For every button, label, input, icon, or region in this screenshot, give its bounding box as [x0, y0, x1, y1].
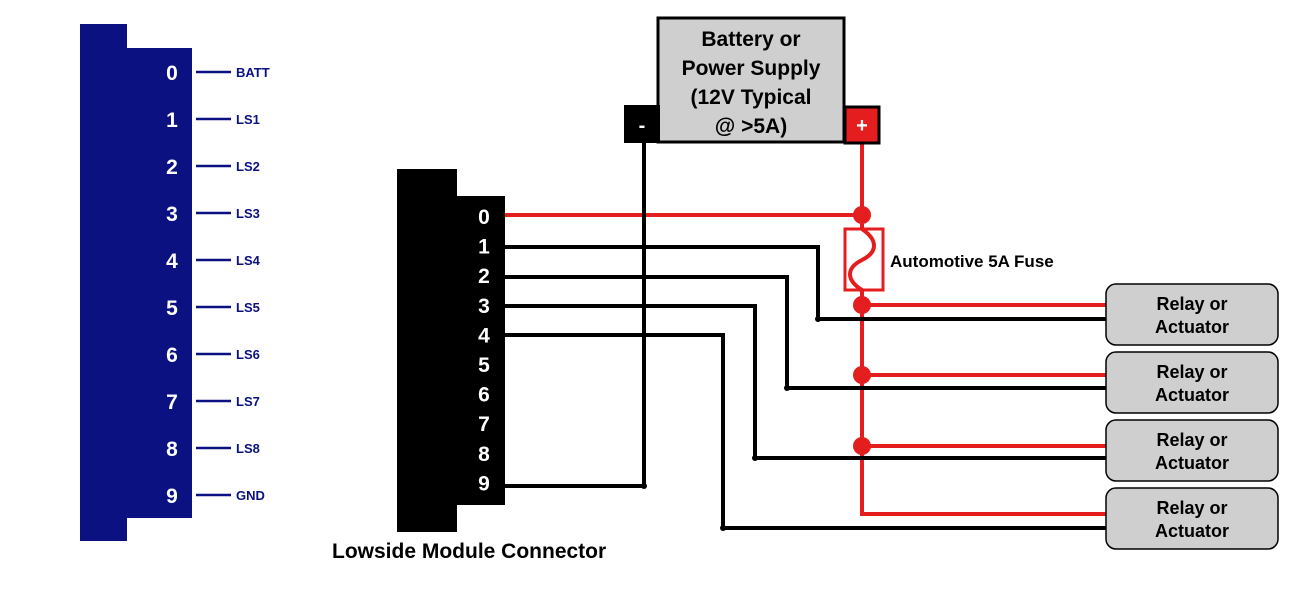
power-supply: Battery or Power Supply (12V Typical @ >… [624, 16, 881, 145]
load-2: Relay or Actuator [1105, 351, 1279, 414]
load-label-line-1: Relay or [1156, 294, 1227, 314]
wire-pin4-load4 [505, 333, 1108, 530]
junction-dot [853, 296, 871, 314]
positive-terminal-label: + [856, 115, 868, 137]
load-label-line-2: Actuator [1155, 453, 1229, 473]
left-pin-label: LS3 [236, 206, 260, 221]
module-connector-caption: Lowside Module Connector [332, 540, 606, 563]
module-pin-number: 9 [478, 472, 490, 495]
left-pin-number: 0 [166, 62, 178, 85]
junction-dot [853, 206, 871, 224]
junction-dot [720, 525, 726, 531]
left-pin-number: 6 [166, 344, 178, 367]
left-pin-number: 2 [166, 156, 178, 179]
left-pin-label: LS4 [236, 253, 261, 268]
module-pin-number: 7 [478, 413, 490, 436]
power-supply-line-1: Battery or [701, 28, 800, 51]
load-label-line-2: Actuator [1155, 521, 1229, 541]
left-pin-number: 7 [166, 391, 178, 414]
left-pin-number: 5 [166, 297, 178, 320]
load-label-line-1: Relay or [1156, 430, 1227, 450]
fuse-label: Automotive 5A Fuse [890, 252, 1054, 271]
module-pin-number: 6 [478, 384, 490, 407]
left-pin-number: 1 [166, 109, 178, 132]
left-pin-label: BATT [236, 65, 270, 80]
left-pin-number: 4 [166, 250, 178, 273]
left-pin-number: 9 [166, 485, 178, 508]
junction-dot [752, 455, 758, 461]
junction-dot [641, 483, 647, 489]
negative-terminal-label: - [639, 115, 646, 137]
loads: Relay or Actuator Relay or Actuator Rela… [1105, 283, 1279, 550]
fuse: Automotive 5A Fuse [843, 227, 1054, 292]
left-pin-number: 8 [166, 438, 178, 461]
power-supply-line-2: Power Supply [682, 57, 821, 80]
positive-terminal [843, 105, 881, 145]
load-box [1105, 487, 1279, 550]
wires [505, 142, 1108, 531]
wire-pin3-load3 [505, 304, 1108, 460]
power-supply-line-4: @ >5A) [715, 115, 787, 138]
wire-pin1-load1 [505, 245, 1108, 321]
junction-dot [815, 316, 821, 322]
load-label-line-1: Relay or [1156, 498, 1227, 518]
left-pin-label: LS6 [236, 347, 260, 362]
load-1: Relay or Actuator [1105, 283, 1279, 346]
left-pin-label: LS8 [236, 441, 260, 456]
load-label-line-2: Actuator [1155, 385, 1229, 405]
left-connector-diagram: 0 BATT 1 LS1 2 LS2 3 LS3 4 LS4 5 LS5 6 LS6 7 LS7 8 LS8 9 GN… [80, 24, 270, 541]
junction-dot [853, 366, 871, 384]
load-box [1105, 419, 1279, 482]
left-pin-label: LS5 [236, 300, 260, 315]
module-pin-number: 2 [478, 265, 490, 288]
load-box [1105, 283, 1279, 346]
power-supply-line-3: (12V Typical [691, 86, 812, 109]
left-pin-label: LS7 [236, 394, 260, 409]
power-supply-box [656, 16, 846, 144]
module-connector-body [397, 169, 505, 532]
left-pin-label: LS2 [236, 159, 260, 174]
left-pin-label: LS1 [236, 112, 260, 127]
module-pin-number: 5 [478, 354, 490, 377]
module-pin-number: 8 [478, 443, 490, 466]
load-4: Relay or Actuator [1105, 487, 1279, 550]
junction-dot [853, 437, 871, 455]
load-3: Relay or Actuator [1105, 419, 1279, 482]
junction-dot [784, 385, 790, 391]
module-pin-number: 4 [478, 324, 490, 347]
wire-pin2-load2 [505, 275, 1108, 390]
module-pin-number: 1 [478, 236, 490, 259]
module-connector: 0 1 2 3 4 5 6 7 8 9 Lowside Module Connector [332, 169, 606, 563]
module-pin-number: 3 [478, 295, 490, 318]
left-pin-number: 3 [166, 203, 178, 226]
left-pin-label: GND [236, 488, 265, 503]
load-box [1105, 351, 1279, 414]
module-pin-number: 0 [478, 206, 490, 229]
fuse-element [848, 227, 876, 292]
left-connector-body [80, 24, 192, 541]
negative-terminal [624, 105, 660, 143]
load-label-line-1: Relay or [1156, 362, 1227, 382]
load-label-line-2: Actuator [1155, 317, 1229, 337]
